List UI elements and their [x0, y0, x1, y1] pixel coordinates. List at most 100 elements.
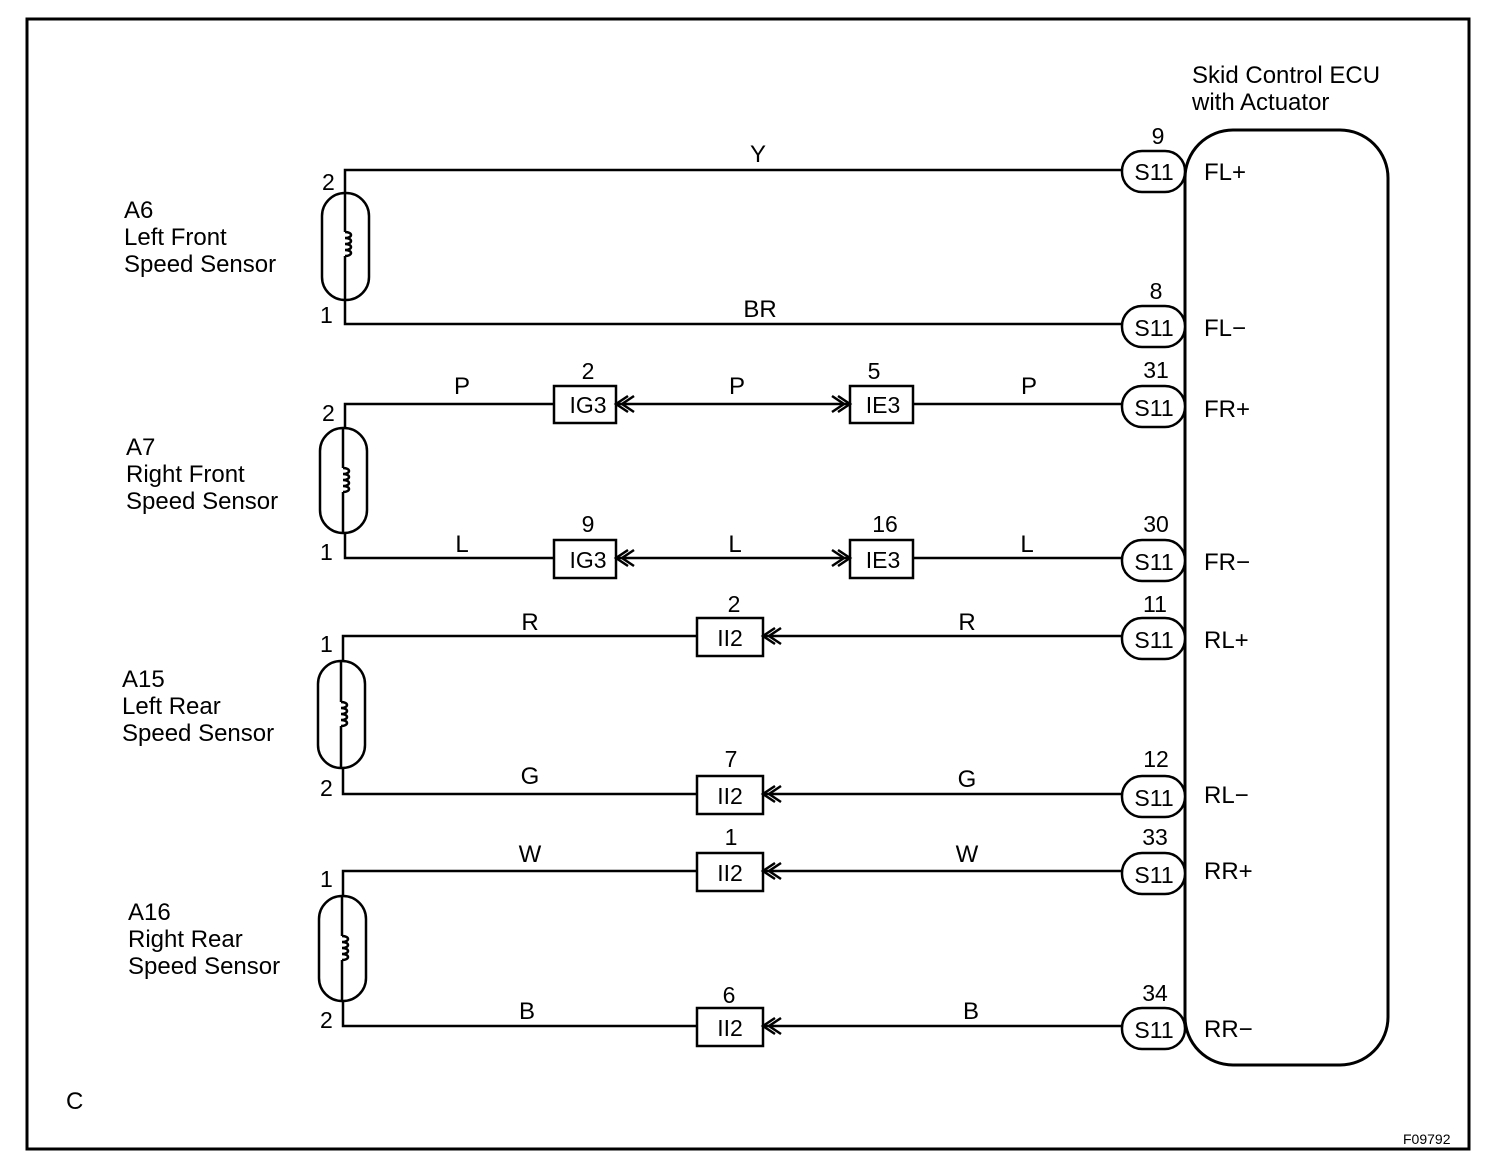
connector-name: IG3 — [569, 547, 606, 573]
ecu-signal: FR− — [1204, 549, 1250, 576]
sensor-a15: A15 Left Rear Speed Sensor 1 2 — [122, 631, 367, 801]
connector-pin: 5 — [868, 358, 881, 384]
connector-box — [848, 384, 915, 425]
ecu-connector-rr-minus: S11 34 RR− — [1120, 980, 1253, 1051]
junction-connector-ie3: IE3 16 — [831, 511, 915, 580]
sensor-pin-bottom: 1 — [320, 302, 333, 328]
ecu-pin: 8 — [1150, 278, 1163, 304]
connector-name: II2 — [717, 860, 743, 886]
wire-color-label: L — [455, 531, 468, 558]
ecu-connector-fr-plus: S11 31 FR+ — [1120, 357, 1250, 429]
wire-r — [341, 634, 697, 661]
sensor-name-line1: Left Front — [124, 224, 227, 251]
ecu-connector-rl-minus: S11 12 RL− — [1120, 746, 1249, 819]
sensor-id: A15 — [122, 666, 165, 693]
figure-id: F09792 — [1403, 1131, 1451, 1147]
connector-pin: 2 — [728, 591, 741, 617]
ecu-pin: 11 — [1143, 591, 1167, 617]
coil-icon — [342, 466, 351, 494]
connector-pin: 9 — [582, 511, 595, 537]
sensor-pin-top: 2 — [322, 169, 335, 195]
connector-name: IG3 — [569, 392, 606, 418]
connector-pin: 7 — [725, 746, 738, 772]
junction-connector-ii2: II2 6 — [695, 982, 782, 1048]
connector-box — [695, 851, 765, 893]
ecu-connector-rr-plus: S11 33 RR+ — [1120, 824, 1253, 896]
connector-name: S11 — [1134, 395, 1173, 421]
connector-name: IE3 — [866, 392, 901, 418]
connector-name: II2 — [717, 783, 743, 809]
ecu-signal: FL− — [1204, 315, 1246, 342]
junction-connector-ii2: II2 2 — [695, 591, 782, 658]
wire-y — [343, 168, 1122, 193]
sensor-pin-bottom: 2 — [320, 1007, 333, 1033]
wire-color-label: G — [521, 763, 540, 790]
wire-color-label: W — [519, 841, 542, 868]
connector-pin: 16 — [872, 511, 898, 537]
connector-arrow-icon — [760, 626, 782, 646]
wire-color-label: B — [963, 998, 979, 1025]
sensor-id: A6 — [124, 197, 153, 224]
connector-arrow-icon — [831, 548, 853, 568]
wire-color-label: W — [956, 841, 979, 868]
connector-arrow-icon — [760, 861, 782, 881]
wire-color-label: R — [958, 609, 975, 636]
wire-color-label: L — [1020, 531, 1033, 558]
junction-connector-ig3: IG3 9 — [552, 511, 635, 580]
sensor-name-line2: Speed Sensor — [126, 488, 278, 515]
wire-b — [341, 1001, 697, 1028]
connector-name: IE3 — [866, 547, 901, 573]
sensor-pin-top: 1 — [320, 866, 333, 892]
ecu-connector-rl-plus: S11 11 RL+ — [1120, 591, 1249, 661]
ecu-pin: 31 — [1143, 357, 1169, 383]
connector-pin: 6 — [723, 982, 736, 1008]
connector-name: S11 — [1134, 627, 1173, 653]
wire-w — [341, 869, 697, 896]
sensor-a6: A6 Left Front Speed Sensor 2 1 — [124, 169, 371, 328]
connector-pill — [1120, 538, 1187, 583]
ecu-signal: RR− — [1204, 1016, 1253, 1043]
wire-color-label: B — [519, 998, 535, 1025]
connector-pin: 2 — [582, 358, 595, 384]
ecu-signal: RL+ — [1204, 627, 1249, 654]
sensor-pin-top: 1 — [320, 631, 333, 657]
ecu-pin: 33 — [1142, 824, 1168, 850]
junction-connector-ie3: IE3 5 — [831, 358, 915, 425]
connector-arrow-icon — [831, 394, 853, 414]
connector-name: S11 — [1134, 1017, 1173, 1043]
wire-color-label: P — [454, 373, 470, 400]
ecu-signal: RR+ — [1204, 858, 1253, 885]
sensor-name-line2: Speed Sensor — [128, 953, 280, 980]
connector-pill — [1120, 774, 1187, 819]
ecu-signal: RL− — [1204, 782, 1249, 809]
ecu-title-line1: Skid Control ECU — [1192, 62, 1380, 89]
connector-name: S11 — [1134, 159, 1173, 185]
sensor-a16: A16 Right Rear Speed Sensor 1 2 — [128, 866, 368, 1033]
wire-g — [341, 768, 697, 796]
ecu-signal: FL+ — [1204, 159, 1246, 186]
wire-color-label: P — [729, 373, 745, 400]
wire-color-label: P — [1021, 373, 1037, 400]
connector-arrow-icon — [613, 548, 635, 568]
wire-color-label: Y — [750, 141, 766, 168]
junction-connector-ii2: II2 1 — [695, 824, 782, 893]
wire-br — [343, 300, 1122, 326]
ecu-pin: 34 — [1142, 980, 1168, 1006]
coil-icon — [341, 934, 350, 962]
connector-pill — [1120, 384, 1187, 429]
skid-control-ecu: Skid Control ECU with Actuator — [1183, 62, 1390, 1067]
connector-arrow-icon — [760, 1016, 782, 1036]
sensor-name-line1: Left Rear — [122, 693, 221, 720]
coil-icon — [340, 700, 349, 728]
junction-connector-ig3: IG3 2 — [552, 358, 635, 425]
connector-pill — [1120, 616, 1187, 661]
wire-color-label: R — [521, 609, 538, 636]
diagram-frame — [25, 17, 1471, 1151]
connector-name: S11 — [1134, 785, 1173, 811]
connector-pill — [1120, 149, 1187, 194]
ecu-body — [1183, 128, 1390, 1067]
sensor-id: A7 — [126, 434, 155, 461]
ecu-signal: FR+ — [1204, 396, 1250, 423]
sensor-pin-top: 2 — [322, 400, 335, 426]
